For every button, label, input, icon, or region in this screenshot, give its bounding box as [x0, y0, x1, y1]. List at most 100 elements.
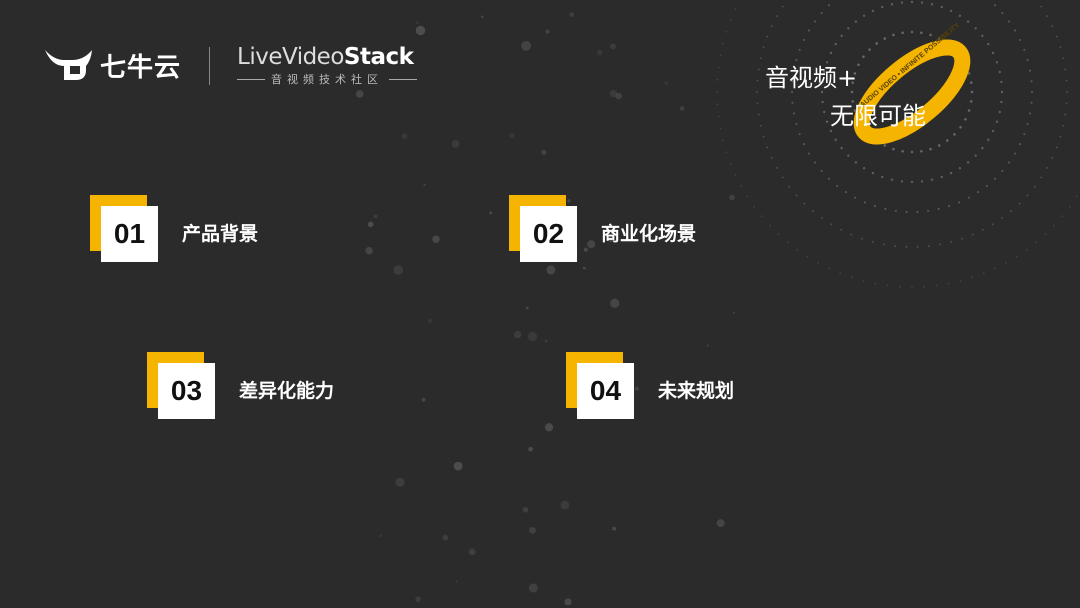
ring-dot [807, 29, 811, 32]
ring-dot [892, 147, 895, 151]
ring-dot [890, 178, 894, 181]
ring-dot [828, 267, 830, 270]
ring-dot [959, 125, 962, 129]
ring-dot [929, 33, 932, 37]
ring-dot [981, 228, 984, 231]
ring-dot [1005, 261, 1007, 264]
scatter-dot [416, 21, 419, 25]
ring-dot [937, 144, 941, 147]
ring-dot [788, 185, 791, 188]
ring-dot [993, 4, 997, 7]
slogan-line1: 音视频+ [765, 64, 858, 92]
ring-dot [1030, 80, 1033, 83]
scatter-dot [521, 40, 531, 51]
agenda-number: 01 [101, 206, 158, 262]
ring-dot [949, 171, 953, 175]
qiniu-logo: 七牛云 [42, 46, 181, 84]
ring-dot [1026, 122, 1029, 126]
ring-dot [1026, 194, 1029, 197]
ring-dot [981, 146, 984, 150]
ring-dot [947, 205, 951, 208]
ring-dot [813, 161, 817, 164]
ring-dot [970, 90, 974, 94]
ring-dot [1025, 248, 1028, 251]
ring-dot [1075, 195, 1078, 198]
ring-dot [716, 78, 719, 81]
scatter-dot [609, 43, 616, 50]
ring-dot [940, 5, 943, 9]
agenda-label: 未来规划 [658, 380, 735, 402]
bull-horns-icon [45, 50, 92, 80]
ring-dot [802, 142, 805, 146]
brand2-prefix: LiveVideo [237, 44, 344, 70]
ring-dot [1053, 224, 1056, 227]
ring-dot [1066, 91, 1068, 93]
ring-dot [1000, 80, 1003, 84]
ring-dot [871, 9, 875, 13]
ring-dot [1001, 11, 1004, 15]
ring-dot [961, 237, 964, 240]
ring-dot [967, 109, 971, 112]
scatter-dot [393, 265, 404, 275]
ring-dot [894, 245, 897, 248]
ring-dot [1055, 146, 1058, 149]
scatter-dot [379, 534, 383, 538]
scatter-dot [432, 235, 440, 244]
scatter-dot [679, 106, 685, 111]
scatter-dot [569, 12, 575, 17]
ring-dot [1028, 112, 1032, 115]
ring-dot [971, 233, 974, 236]
ring-dot [790, 90, 794, 94]
ring-dot [791, 80, 794, 83]
scatter-dot [451, 139, 460, 148]
ring-dot [803, 202, 806, 205]
ring-dot [829, 51, 833, 55]
ring-dot [734, 8, 737, 10]
ring-dot [834, 138, 837, 142]
ring-dot [937, 37, 941, 40]
ring-dot [757, 68, 760, 71]
scatter-dot [421, 397, 426, 402]
scatter-dot [527, 331, 538, 342]
scatter-dot [525, 306, 529, 310]
ring-dot [821, 100, 824, 104]
ring-dot [802, 38, 805, 42]
ring-dot [1028, 69, 1032, 72]
ring-dot [967, 196, 970, 199]
ring-dot [860, 237, 863, 240]
ring-dot [940, 175, 943, 179]
scatter-dot [522, 506, 529, 513]
ring-dot [840, 146, 843, 150]
ring-dot [795, 58, 798, 62]
ring-dot [969, 81, 973, 84]
scatter-dot [395, 477, 405, 487]
ring-dot [991, 51, 995, 55]
ring-dot [969, 100, 973, 103]
ring-dot [985, 184, 988, 187]
ring-dot [820, 11, 823, 15]
ring-dot [1035, 241, 1038, 244]
ring-dot [883, 144, 887, 147]
scatter-dot [732, 311, 735, 314]
ring-dot [716, 103, 719, 106]
ring-dot [834, 42, 837, 46]
ring-dot [862, 167, 866, 170]
ring-dot [796, 248, 799, 251]
ring-dot [911, 286, 913, 288]
ring-dot [982, 272, 985, 275]
ring-dot [995, 120, 999, 123]
brand-name: 七牛云 [100, 52, 182, 83]
ring-dot [766, 146, 769, 149]
ring-dot [734, 174, 737, 176]
ring-dot [847, 154, 850, 157]
ring-dot [1046, 166, 1049, 169]
ring-dot [1051, 25, 1054, 28]
ring-dot [901, 149, 904, 153]
ring-dot [746, 195, 749, 198]
ring-dot [881, 175, 884, 179]
ring-dot [1019, 142, 1022, 146]
ring-dot [1068, 205, 1071, 208]
ring-dot [966, 161, 970, 164]
agenda-item-4: 04 未来规划 [566, 352, 886, 422]
ring-dot [757, 113, 760, 116]
